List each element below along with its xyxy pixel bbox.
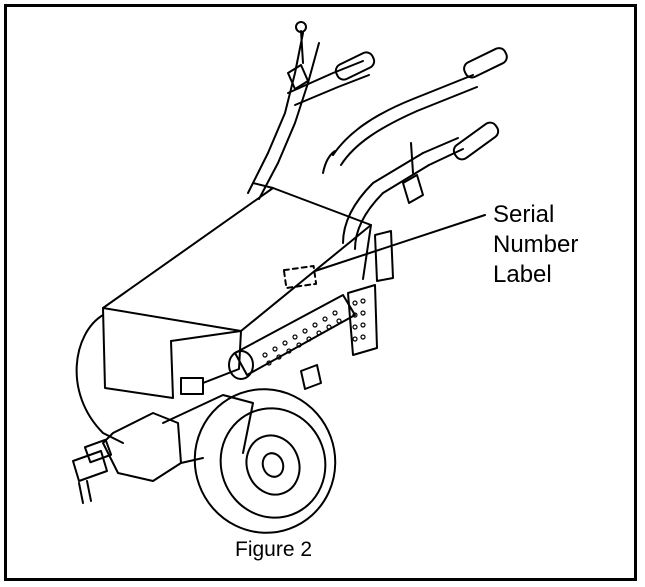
- serial-number-label-callout: Serial Number Label: [493, 200, 578, 290]
- engine-housing: [102, 182, 372, 399]
- lower-grip: [452, 121, 500, 161]
- figure-caption: Figure 2: [235, 538, 313, 561]
- callout-line-1: Serial: [493, 201, 555, 228]
- muffler: [228, 284, 378, 390]
- figure-frame: Serial Number Label Figure 2: [4, 4, 637, 581]
- callout-line-3: Label: [493, 261, 552, 288]
- machine-illustration: [72, 21, 508, 534]
- left-fender: [75, 314, 124, 444]
- callout-line-2: Number: [493, 231, 579, 258]
- callout-leader-line: [314, 214, 486, 272]
- left-grip: [334, 51, 376, 81]
- serial-label-marker: [282, 264, 318, 290]
- right-grip: [463, 47, 508, 79]
- wheel: [193, 388, 337, 534]
- handlebar-assembly: [247, 21, 508, 250]
- drive-unit: [72, 394, 254, 504]
